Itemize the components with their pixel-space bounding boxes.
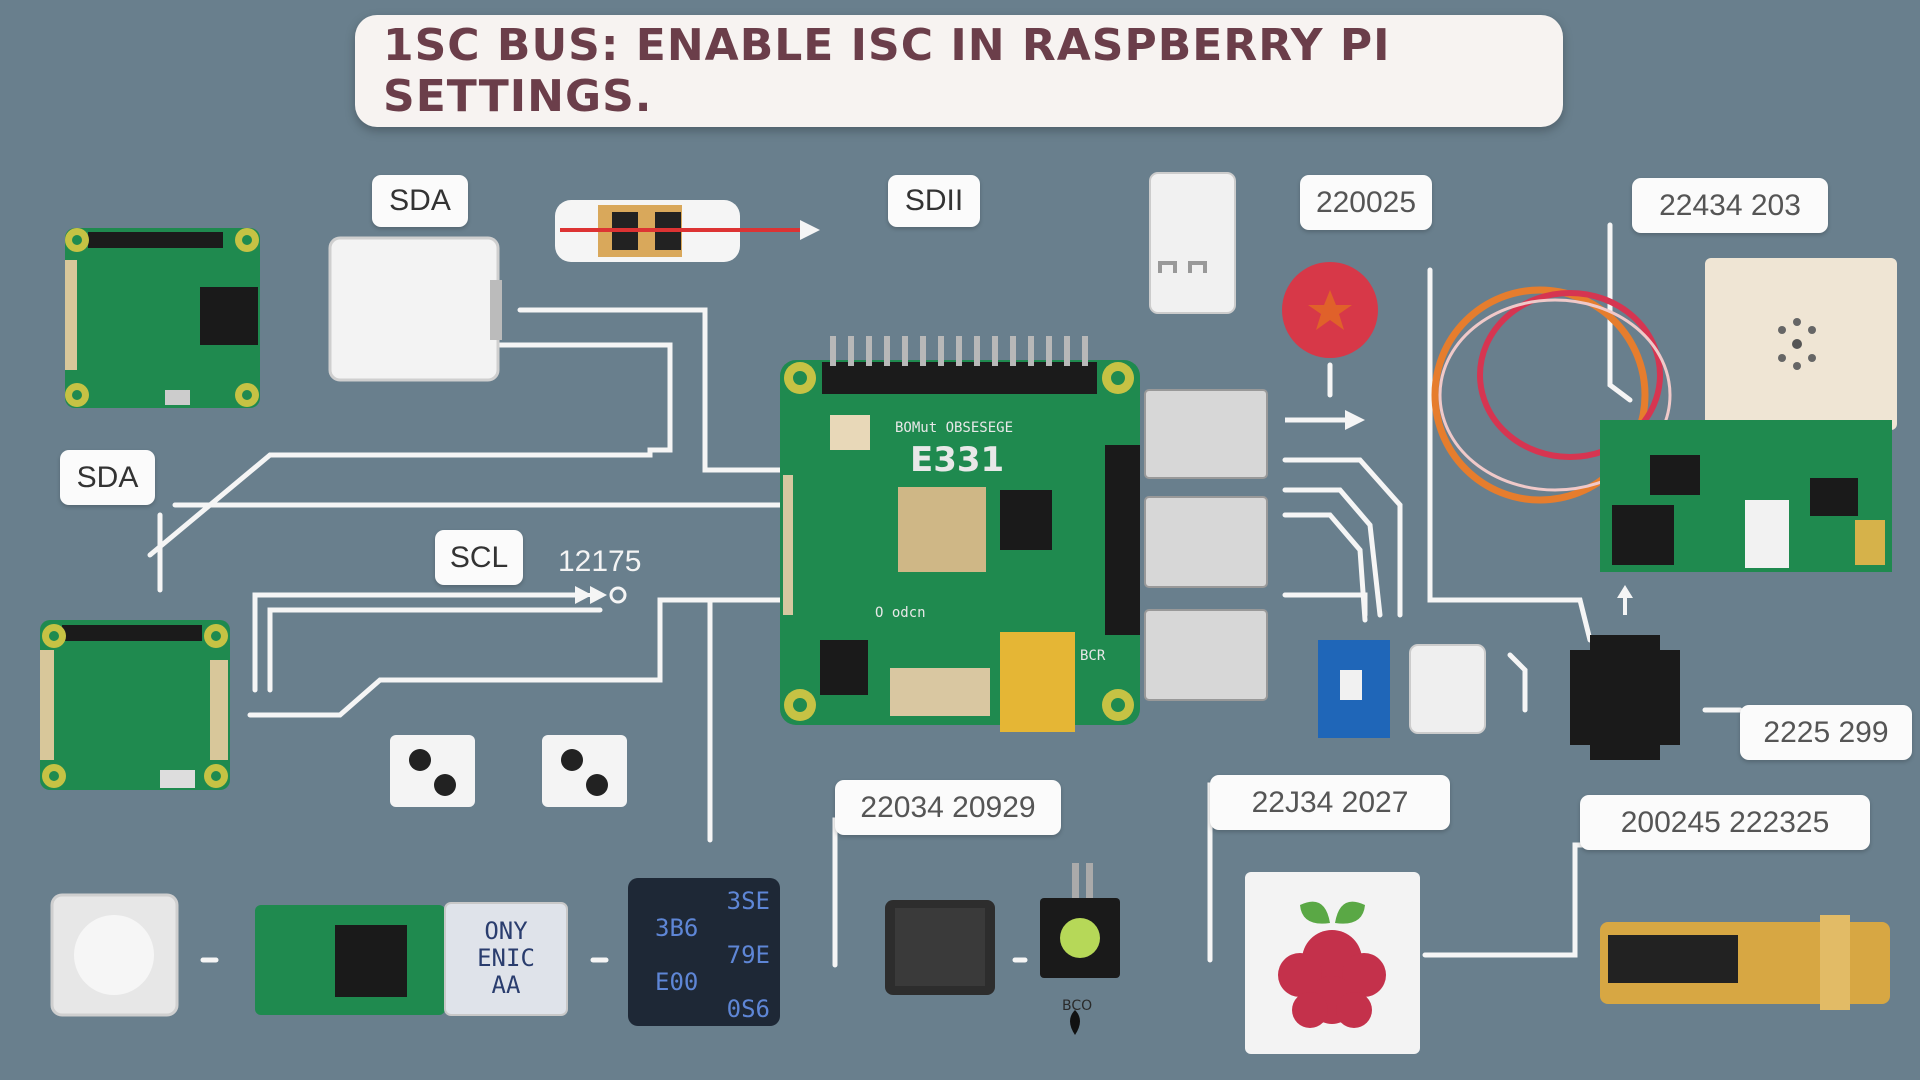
- oled-line: ONY: [484, 917, 528, 945]
- led-matrix-module: [885, 900, 995, 995]
- page-title: 1SC BUS: ENABLE ISC IN RASPBERRY PI SETT…: [383, 20, 1391, 122]
- white-sensor-block: [328, 236, 502, 382]
- display-line: E00: [655, 968, 699, 996]
- raspberry-pi-board: [780, 336, 1140, 732]
- board-small-text-1: O odcn: [875, 605, 926, 621]
- white-clip-component: [1149, 172, 1236, 314]
- label-sda-left: SDA: [60, 450, 155, 505]
- connector-top-center: [555, 200, 820, 262]
- board-big-text: E331: [910, 440, 1005, 480]
- white-button-module: [50, 893, 179, 1017]
- small-pcb-bottom: [255, 902, 568, 1016]
- wire-loops: [1431, 286, 1672, 504]
- dark-display-module: [628, 878, 780, 1026]
- oled-line: AA: [491, 971, 521, 999]
- label-200245-222325: 200245 222325: [1580, 795, 1870, 850]
- label-220025: 220025: [1300, 175, 1432, 230]
- label-2225-299: 2225 299: [1740, 705, 1912, 760]
- title-banner: 1SC BUS: ENABLE ISC IN RASPBERRY PI SETT…: [355, 15, 1563, 127]
- blue-connector: [1318, 640, 1390, 738]
- display-readout: 3SE 3B6 79E E00 0S6: [655, 888, 770, 1023]
- display-line: 3SE: [726, 887, 770, 915]
- red-push-button: [1282, 262, 1378, 358]
- display-line: 3B6: [655, 914, 699, 942]
- white-sensor-pair: [390, 735, 627, 807]
- pcb-module-top-left: [65, 228, 260, 408]
- board-small-text-2: BCR: [1080, 648, 1106, 664]
- speaker-module: [1705, 258, 1897, 430]
- label-22434-203: 22434 203: [1632, 178, 1828, 233]
- board-model-text: BOMut OBSESEGE: [895, 420, 1014, 436]
- yellow-header-connector: [1600, 915, 1890, 1010]
- white-connector-small: [1409, 644, 1486, 734]
- raspberry-logo-tile: [1245, 872, 1420, 1054]
- oled-line: ENIC: [477, 944, 535, 972]
- sensor-label: BCO: [1062, 998, 1093, 1014]
- black-sensor-module: [1040, 863, 1120, 1035]
- pcb-module-left-middle: [40, 620, 230, 790]
- usb-ports: [1144, 389, 1268, 701]
- value-12175: 12175: [558, 545, 642, 578]
- display-line: 79E: [726, 941, 770, 969]
- label-scl: SCL: [435, 530, 523, 585]
- label-22034-20929: 22034 20929: [835, 780, 1061, 835]
- label-sdii: SDII: [888, 175, 980, 227]
- oled-label: ONY ENIC AA: [458, 918, 554, 999]
- pcb-module-right: [1600, 420, 1892, 572]
- label-22j34-2027: 22J34 2027: [1210, 775, 1450, 830]
- black-cross-module: [1570, 635, 1680, 760]
- label-sda-top: SDA: [372, 175, 468, 227]
- display-line: 0S6: [726, 995, 770, 1023]
